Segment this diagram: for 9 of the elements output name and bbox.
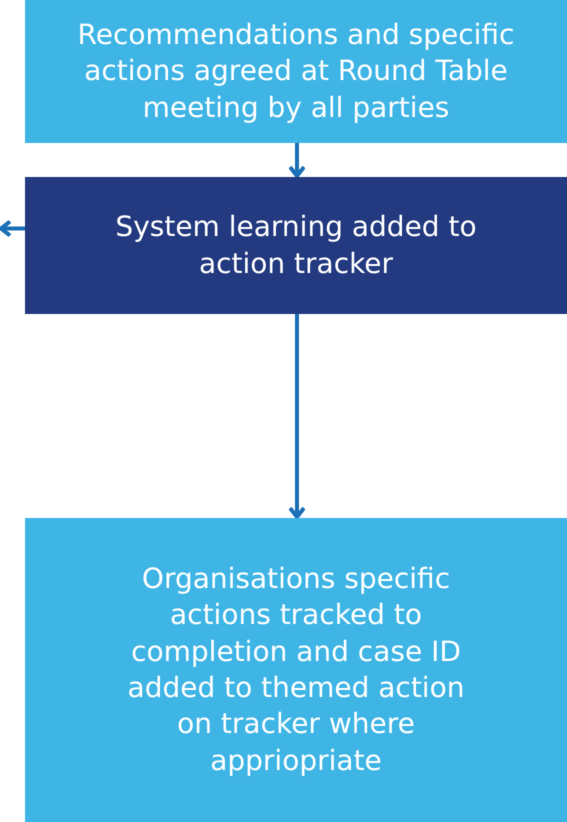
box-text: Organisations specific actions tracked to completion and case ID added to themed action on tracker where appriopriate	[126, 560, 466, 779]
process-box	[25, 0, 567, 143]
arrow	[288, 143, 306, 178]
box-text: System learning added to action tracker	[114, 209, 478, 282]
box-text: Recommendations and specific actions agreed at Round Table meeting by all parties	[76, 16, 516, 126]
arrow	[288, 314, 306, 519]
process-box	[25, 177, 567, 314]
process-box	[25, 518, 567, 822]
arrow	[0, 220, 25, 238]
